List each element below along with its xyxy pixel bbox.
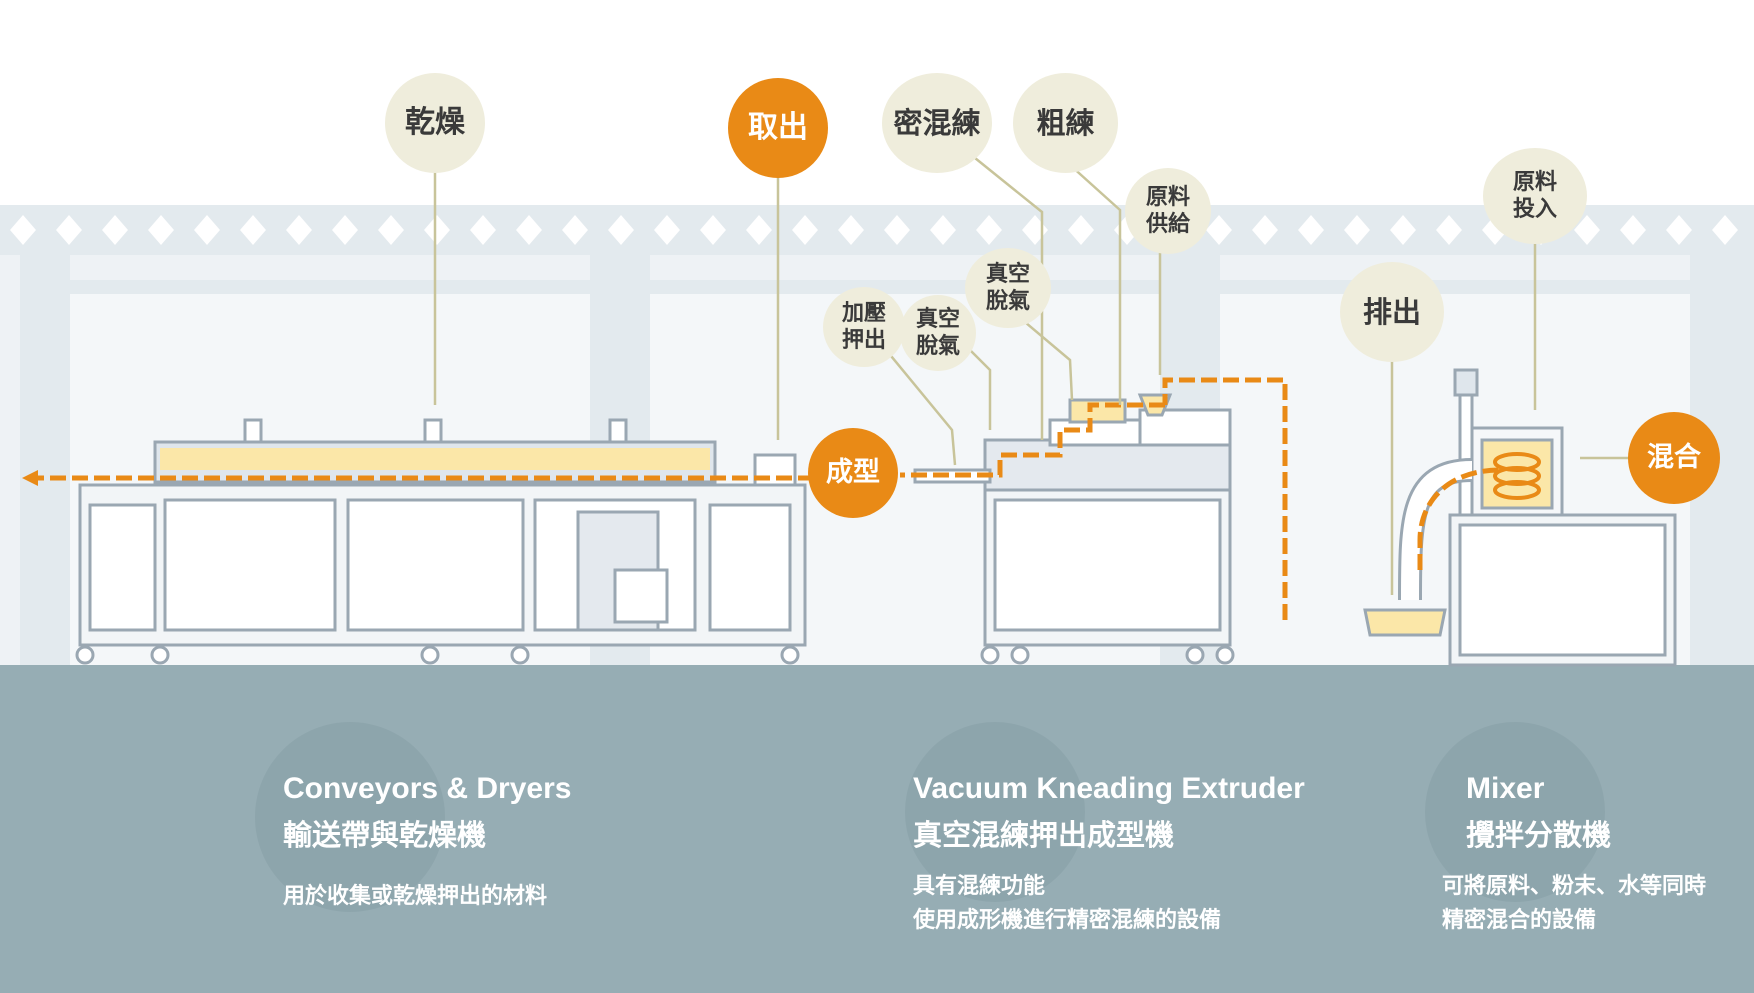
mixer-desc-line-1: 可將原料、粉末、水等同時	[1442, 874, 1707, 899]
mixer-machine	[1363, 368, 1677, 667]
internal-mixing-bubble: 密混練	[882, 73, 992, 173]
dryer-halo	[255, 722, 445, 912]
mixer-description: 可將原料、粉末、水等同時 精密混合的設備	[1442, 870, 1706, 938]
flow-arrow-head	[22, 470, 38, 486]
extruder-description: 具有混練功能 使用成形機進行精密混練的設備	[913, 870, 1305, 938]
extruder-halo	[905, 722, 1085, 902]
dryer-caption: Conveyors & Dryers 輸送帶與乾燥機 用於收集或乾燥押出的材料	[283, 772, 571, 914]
forming-bubble: 成型	[808, 428, 898, 518]
dryer-title-zh: 輸送帶與乾燥機	[283, 818, 487, 852]
mixer-caption: Mixer 攪拌分散機 可將原料、粉末、水等同時 精密混合的設備	[1442, 772, 1706, 938]
extruder-desc-line-1: 具有混練功能	[913, 874, 1046, 899]
extruder-title-en: Vacuum Kneading Extruder	[913, 772, 1305, 805]
mixer-halo	[1425, 722, 1605, 902]
vacuum-degas-1-bubble: 真空 脫氣	[965, 248, 1051, 328]
discharge-bubble: 排出	[1340, 262, 1444, 362]
material-input-bubble: 原料 投入	[1483, 148, 1587, 244]
material-flow	[30, 377, 1501, 620]
dryer-title-en: Conveyors & Dryers	[283, 772, 572, 805]
pressure-extrude-bubble: 加壓 押出	[823, 287, 905, 367]
take-out-bubble: 取出	[728, 78, 828, 178]
dryer-description: 用於收集或乾燥押出的材料	[283, 884, 548, 909]
rough-kneading-bubble: 粗練	[1013, 73, 1118, 173]
vacuum-degas-2-bubble: 真空 脫氣	[900, 295, 976, 371]
leader-lines	[433, 157, 1630, 595]
mixer-title-en: Mixer	[1466, 772, 1545, 805]
mixer-desc-line-2: 精密混合的設備	[1442, 908, 1597, 934]
mixer-title-zh: 攪拌分散機	[1466, 818, 1612, 852]
mixing-bubble: 混合	[1628, 412, 1720, 504]
dryer-machine	[75, 418, 807, 665]
extruder-title-zh: 真空混練押出成型機	[913, 818, 1175, 852]
extruder-caption: Vacuum Kneading Extruder 真空混練押出成型機 具有混練功…	[913, 772, 1305, 938]
drying-bubble: 乾燥	[385, 73, 485, 173]
material-supply-bubble: 原料 供給	[1125, 168, 1211, 254]
extruder-desc-line-2: 使用成形機進行精密混練的設備	[913, 908, 1222, 934]
